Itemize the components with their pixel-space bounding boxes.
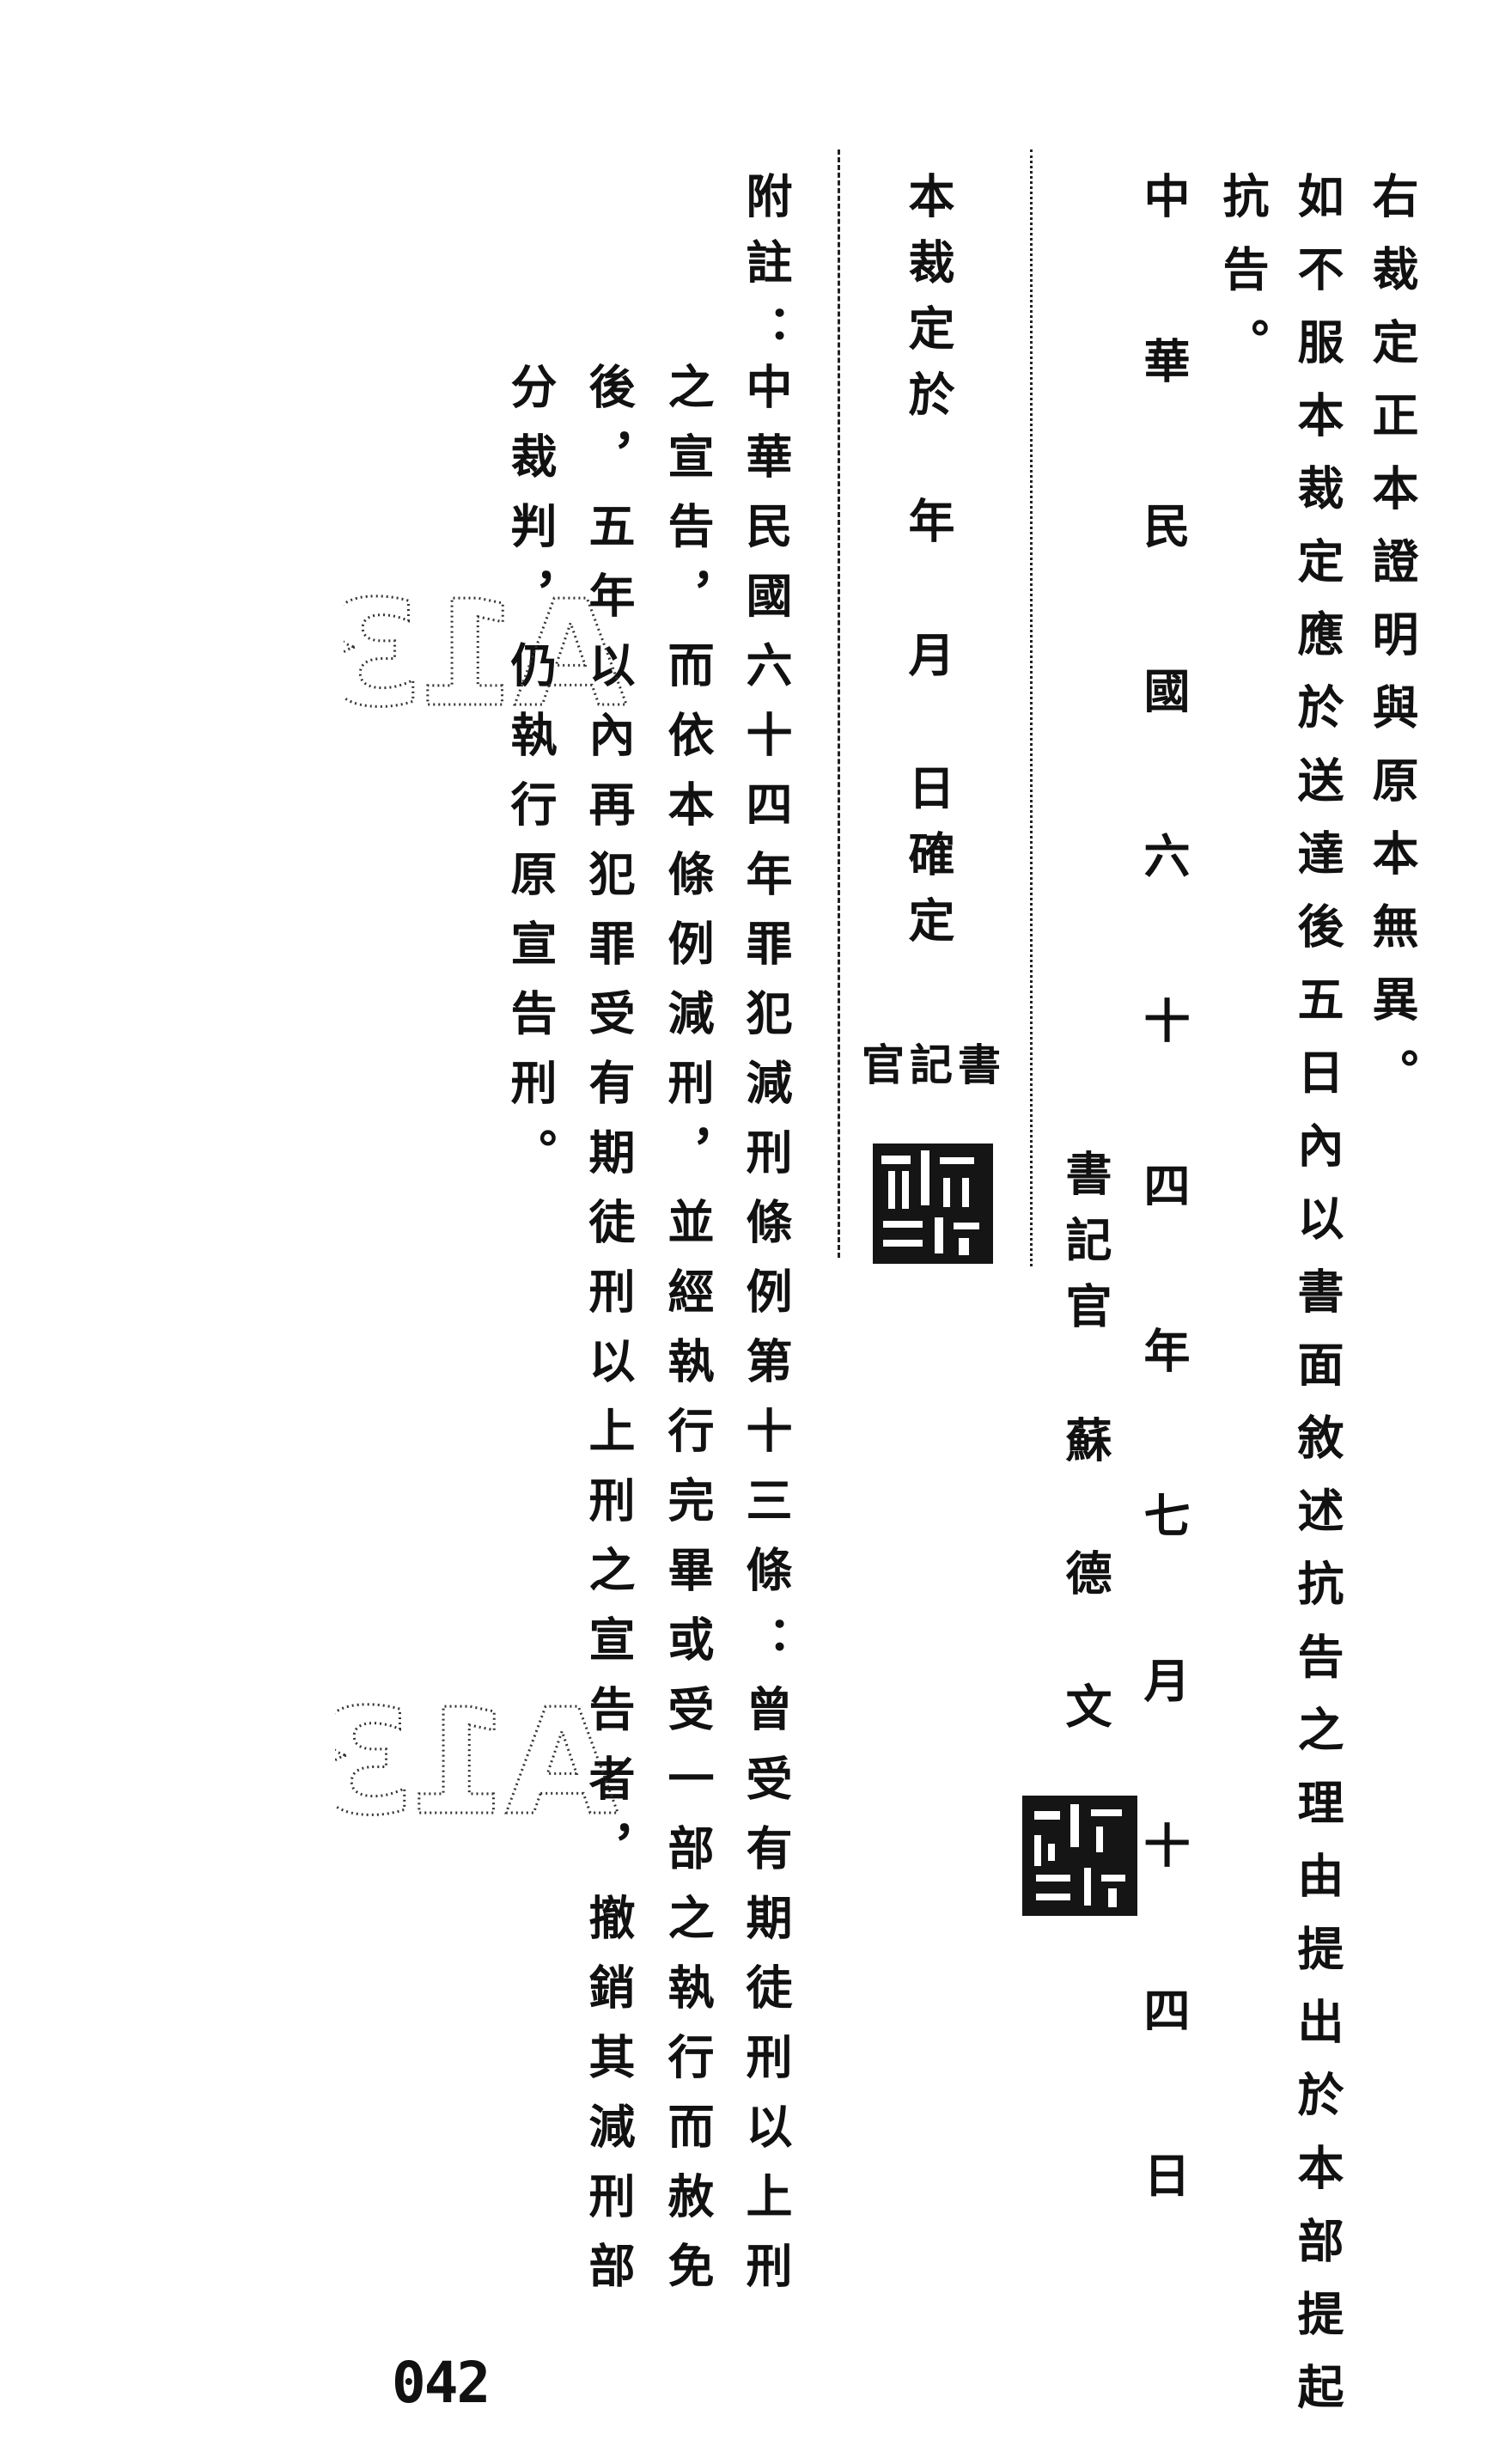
annotation-line-2: 之宣告，而依本條例減刑，並經執行完畢或受一部之執行而赦免 xyxy=(660,363,715,2311)
divider-line-left xyxy=(838,149,840,1258)
svg-text:A134: A134 xyxy=(344,584,627,722)
page-number: 042 xyxy=(392,2350,491,2416)
certification-text: 右裁定正本證明與原本無異。 xyxy=(1364,172,1419,1121)
clerk-title: 書記官 xyxy=(1057,1150,1112,1348)
annotation-line-4: 分裁判，仍執行原宣告刑。 xyxy=(503,363,558,1198)
finality-prefix: 本裁定於 xyxy=(900,172,955,436)
svg-text:A134: A134 xyxy=(335,1692,619,1830)
finality-day: 日確定 xyxy=(900,764,955,962)
watermark-stamp-upper: A134 xyxy=(344,584,629,722)
finality-seal-stamp xyxy=(873,1144,993,1264)
appeal-notice-line-2: 抗告。 xyxy=(1215,172,1270,391)
finality-month: 月 xyxy=(900,631,955,677)
annotation-label: 附註： xyxy=(738,172,793,370)
annotation-line-1: 中華民國六十四年罪犯減刑條例第十三條：曾受有期徒刑以上刑 xyxy=(738,363,793,2311)
clerk-seal-stamp xyxy=(1022,1796,1137,1916)
finality-year: 年 xyxy=(900,497,955,543)
clerk-name: 蘇德文 xyxy=(1057,1416,1112,1815)
divider-line-right xyxy=(1030,149,1033,1266)
ruling-date: 中華民國六十四年七月十四日 xyxy=(1136,172,1191,2316)
finality-clerk-label: 書記官 xyxy=(862,1040,1006,1090)
annotation-line-3: 後，五年以內再犯罪受有期徒刑以上刑之宣告者，撤銷其減刑部 xyxy=(581,363,636,2311)
watermark-stamp-lower: A134 xyxy=(335,1692,620,1830)
appeal-notice-line-1: 如不服本裁定應於送達後五日內以書面敘述抗告之理由提出於本部提起 xyxy=(1289,172,1344,2436)
